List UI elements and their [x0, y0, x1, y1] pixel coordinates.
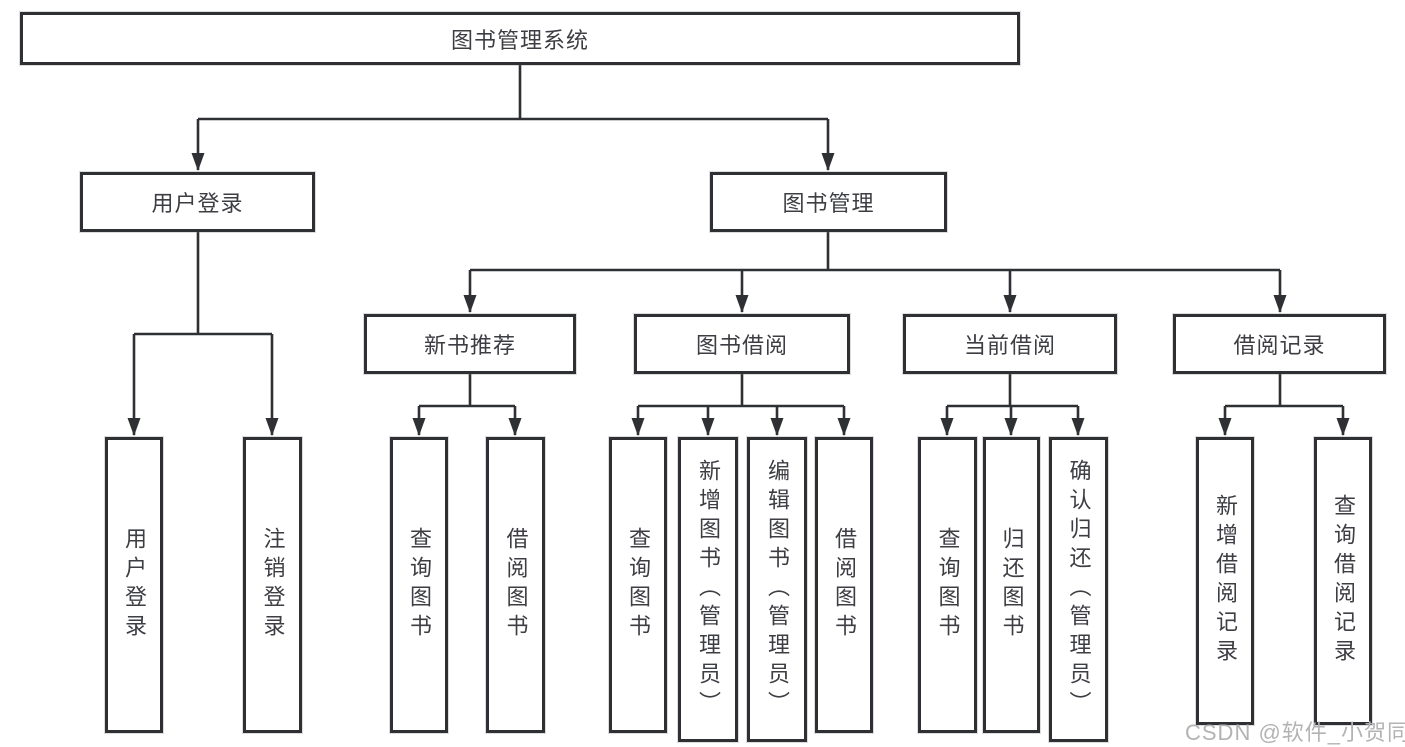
node-book-management: 图书管理 [710, 172, 947, 232]
node-label: 借阅记录 [1233, 333, 1326, 358]
node-borrow-records: 借阅记录 [1173, 314, 1386, 374]
node-label: 查询借阅记录 [1331, 494, 1356, 668]
node-label: 新增图书（管理员） [696, 459, 721, 720]
node-label: 图书借阅 [695, 333, 788, 358]
node-label: 查询图书 [626, 527, 651, 643]
node-label: 确认归还（管理员） [1066, 459, 1092, 720]
leaf-add-books-admin: 新增图书（管理员） [678, 437, 738, 742]
node-label: 查询图书 [935, 527, 961, 643]
node-label: 借阅图书 [832, 527, 857, 643]
leaf-user-login: 用户登录 [105, 437, 163, 733]
node-label: 借阅图书 [503, 527, 529, 643]
node-book-borrow: 图书借阅 [634, 314, 850, 374]
node-label: 图书管理系统 [450, 27, 589, 53]
leaf-edit-books-admin: 编辑图书（管理员） [747, 437, 807, 742]
csdn-watermark: CSDN @软件_小贺同学 [1185, 720, 1405, 745]
node-label: 新增借阅记录 [1213, 494, 1238, 668]
node-label: 图书管理 [782, 191, 875, 216]
leaf-query-books-3: 查询图书 [918, 437, 977, 733]
leaf-return-books: 归还图书 [983, 437, 1040, 733]
node-label: 注销登录 [260, 527, 286, 643]
node-label: 新书推荐 [423, 333, 516, 358]
leaf-borrow-books-2: 借阅图书 [815, 437, 873, 733]
node-label: 编辑图书（管理员） [765, 459, 790, 720]
node-new-book-recommend: 新书推荐 [364, 314, 576, 374]
node-label: 查询图书 [407, 527, 432, 643]
leaf-logout: 注销登录 [243, 437, 302, 733]
node-label: 用户登录 [151, 191, 244, 216]
leaf-add-borrow-record: 新增借阅记录 [1196, 437, 1254, 725]
leaf-confirm-return-admin: 确认归还（管理员） [1049, 437, 1108, 742]
node-user-login: 用户登录 [80, 172, 315, 232]
leaf-query-borrow-record: 查询借阅记录 [1314, 437, 1372, 725]
leaf-query-books-1: 查询图书 [390, 437, 448, 733]
leaf-borrow-books-1: 借阅图书 [486, 437, 545, 733]
node-label: 归还图书 [999, 527, 1025, 643]
node-label: 用户登录 [122, 527, 147, 643]
node-current-borrow: 当前借阅 [903, 314, 1117, 374]
leaf-query-books-2: 查询图书 [609, 437, 667, 733]
node-root-system: 图书管理系统 [20, 12, 1020, 65]
node-label: 当前借阅 [963, 333, 1056, 358]
